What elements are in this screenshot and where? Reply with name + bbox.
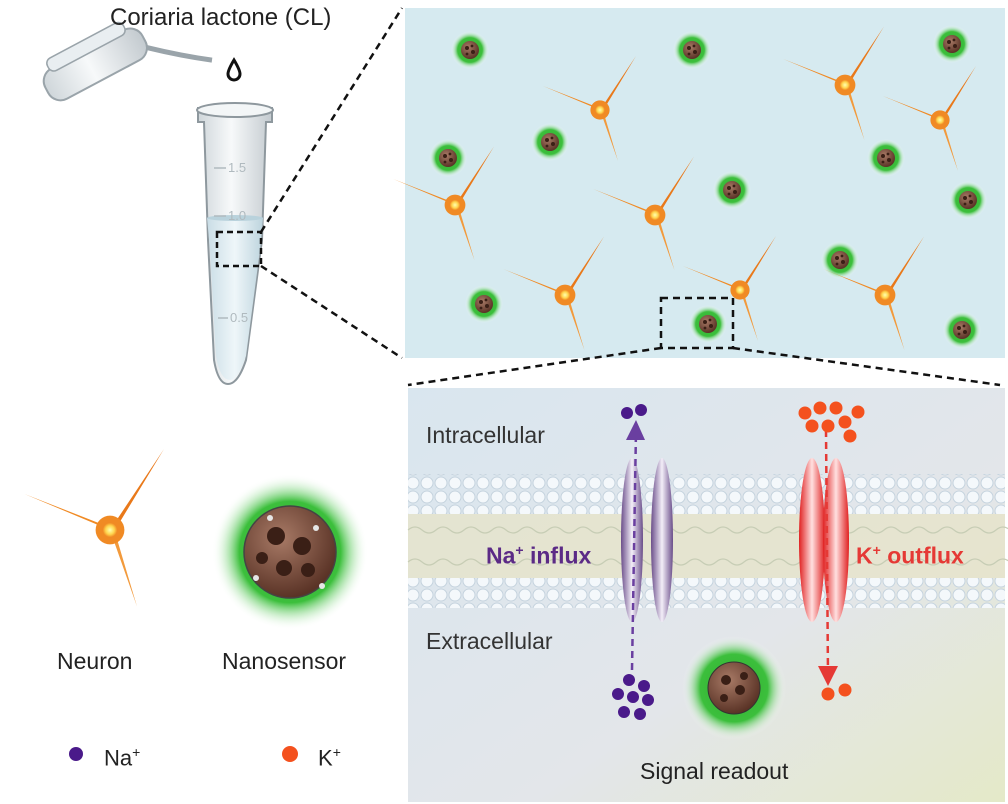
culture-nanosensor bbox=[673, 31, 711, 69]
potassium-legend-label: K+ bbox=[318, 744, 341, 771]
culture-nanosensor bbox=[451, 31, 489, 69]
intracellular-label: Intracellular bbox=[426, 422, 545, 448]
potassium-ions-intracellular bbox=[798, 401, 865, 443]
sodium-channel bbox=[621, 458, 673, 622]
readout-nanosensor bbox=[682, 636, 786, 740]
lipid-bilayer-bottom bbox=[408, 578, 1005, 608]
culture-nanosensor bbox=[867, 139, 905, 177]
na-arrowhead-icon bbox=[626, 420, 645, 440]
legend-sodium-dot bbox=[69, 747, 83, 761]
tube-mark-3: 0.5 bbox=[230, 310, 248, 325]
culture-panel bbox=[393, 8, 1005, 358]
membrane-panel bbox=[407, 388, 1008, 802]
signal-readout-label: Signal readout bbox=[640, 758, 789, 784]
lipid-bilayer-top bbox=[408, 474, 1005, 514]
culture-nanosensor bbox=[821, 241, 859, 279]
culture-nanosensor bbox=[531, 123, 569, 161]
tube-zoom-box bbox=[215, 230, 263, 268]
culture-nanosensor bbox=[429, 139, 467, 177]
culture-nanosensor bbox=[943, 311, 981, 349]
eppendorf-tube: 1.5 1.0 0.5 bbox=[42, 21, 274, 386]
potassium-ions-extracellular bbox=[821, 683, 852, 701]
culture-zoom-box bbox=[659, 296, 735, 350]
legend-nanosensor bbox=[212, 474, 368, 630]
tube-mark-1: 1.5 bbox=[228, 160, 246, 175]
droplet-icon bbox=[226, 57, 242, 82]
tube-cap bbox=[42, 21, 213, 102]
potassium-channel bbox=[799, 458, 849, 622]
compound-label: Coriaria lactone (CL) bbox=[110, 4, 332, 31]
zoom-lines-top bbox=[259, 7, 404, 360]
k-arrowhead-icon bbox=[818, 666, 838, 686]
legend-neuron bbox=[24, 449, 164, 607]
sodium-ions-extracellular bbox=[612, 674, 654, 720]
na-influx-label: Na+ influx bbox=[486, 542, 592, 569]
sodium-legend-label: Na+ bbox=[104, 744, 141, 771]
na-influx-arrow bbox=[630, 429, 638, 671]
tube-graduations: 1.5 1.0 0.5 bbox=[214, 160, 248, 325]
lipid-bilayer-core bbox=[408, 514, 1005, 578]
sodium-ions-intracellular bbox=[621, 404, 647, 419]
legend-potassium-dot bbox=[282, 746, 298, 762]
culture-nanosensor bbox=[933, 25, 971, 63]
culture-nanosensor bbox=[465, 285, 503, 323]
nanosensor-legend-label: Nanosensor bbox=[222, 648, 347, 674]
culture-nanosensor bbox=[689, 305, 727, 343]
k-outflux-label: K+ outflux bbox=[856, 542, 964, 569]
k-outflux-arrow bbox=[824, 429, 830, 677]
neuron-legend-label: Neuron bbox=[57, 648, 133, 674]
culture-nanosensor bbox=[713, 171, 751, 209]
culture-nanosensor bbox=[949, 181, 987, 219]
zoom-lines-bottom bbox=[407, 346, 1001, 387]
extracellular-label: Extracellular bbox=[426, 628, 553, 654]
tube-mark-2: 1.0 bbox=[228, 208, 246, 223]
